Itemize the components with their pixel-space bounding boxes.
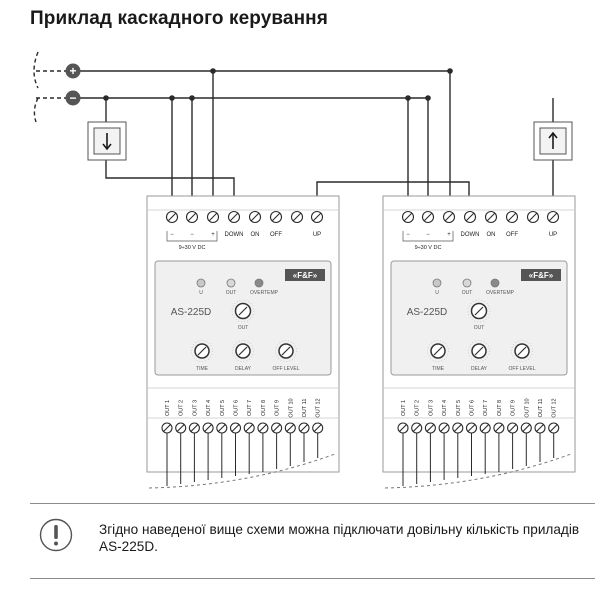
output-label: OUT 10 — [288, 398, 294, 417]
bottom-terminal-screws — [161, 422, 324, 434]
output-label: OUT 5 — [456, 400, 462, 416]
knob-off-level — [275, 340, 297, 362]
sensor-up — [533, 121, 573, 161]
terminal-label: DOWN — [225, 232, 244, 238]
top-terminal-labels: − − + DOWN ON OFF UP — [170, 232, 321, 238]
top-terminal-labels: − − + DOWN ON OFF UP — [406, 232, 557, 238]
indicator-label: OVERTEMP — [250, 290, 279, 296]
indicator-leds — [432, 278, 500, 288]
indicator-label: U — [435, 290, 439, 296]
knob-label: TIME — [196, 366, 209, 372]
output-label: OUT 9 — [275, 400, 281, 416]
junction-dots — [103, 68, 453, 101]
minus-terminal: − — [65, 90, 81, 106]
model-name: AS-225D — [407, 307, 448, 318]
knob-label: OFF LEVEL — [509, 366, 536, 372]
output-label: OUT 5 — [220, 400, 226, 416]
terminal-label: ON — [251, 232, 260, 238]
output-label: OUT 6 — [234, 400, 240, 416]
knob-label: DELAY — [471, 366, 488, 372]
terminal-label: DOWN — [461, 232, 480, 238]
indicator-label: U — [199, 290, 203, 296]
voltage-label: 9÷30 V DC — [415, 245, 442, 251]
knob-main — [467, 299, 491, 323]
terminal-label: − — [170, 232, 174, 238]
note-divider-top — [30, 503, 595, 504]
output-label: OUT 7 — [483, 400, 489, 416]
cascade-wiring-diagram: + − — [33, 51, 576, 489]
output-wires — [384, 433, 572, 489]
top-terminal-screws — [165, 210, 324, 224]
knob-time — [427, 340, 449, 362]
device-2: − − + DOWN ON OFF UP 9÷30 V DC U OUT OVE… — [382, 195, 576, 489]
knob-main-label: OUT — [474, 325, 485, 331]
supply-rails — [33, 51, 450, 123]
knob-main — [231, 299, 255, 323]
arrow-up-icon — [548, 131, 558, 149]
knob-delay — [468, 340, 490, 362]
indicator-label: OUT — [226, 290, 237, 296]
page-title: Приклад каскадного керування — [30, 8, 328, 29]
output-label: OUT 4 — [442, 400, 448, 416]
output-label: OUT 12 — [316, 398, 322, 417]
indicator-leds — [196, 278, 264, 288]
output-label: OUT 9 — [511, 400, 517, 416]
voltage-label: 9÷30 V DC — [179, 245, 206, 251]
knob-off-level — [511, 340, 533, 362]
output-label: OUT 8 — [261, 400, 267, 416]
wiring — [105, 71, 554, 210]
sensor-down — [87, 121, 127, 161]
note-divider-bottom — [30, 578, 595, 579]
terminal-label: − — [406, 232, 410, 238]
indicator-label: OUT — [462, 290, 473, 296]
knob-label: OFF LEVEL — [273, 366, 300, 372]
output-label: OUT 3 — [192, 400, 198, 416]
plus-symbol: + — [69, 64, 76, 78]
terminal-label: ON — [487, 232, 496, 238]
terminal-label: UP — [313, 232, 321, 238]
knob-time — [191, 340, 213, 362]
output-labels: OUT 1 OUT 2 OUT 3 OUT 4 OUT 5 OUT 6 OUT … — [401, 398, 558, 417]
output-wires — [148, 433, 336, 489]
brand-logo — [521, 269, 561, 281]
exclamation-circle-icon — [39, 518, 73, 552]
model-name: AS-225D — [171, 307, 212, 318]
knob-label: TIME — [432, 366, 445, 372]
output-label: OUT 2 — [415, 400, 421, 416]
output-label: OUT 12 — [552, 398, 558, 417]
terminal-label: OFF — [506, 232, 518, 238]
brand-logo — [285, 269, 325, 281]
output-label: OUT 7 — [247, 400, 253, 416]
output-label: OUT 4 — [206, 400, 212, 416]
plus-terminal: + — [65, 63, 81, 79]
output-label: OUT 1 — [165, 400, 171, 416]
knob-delay — [232, 340, 254, 362]
device-1: − − + DOWN ON OFF UP 9÷30 V DC U OUT OVE… — [146, 195, 340, 489]
top-terminal-screws — [401, 210, 560, 224]
output-label: OUT 3 — [428, 400, 434, 416]
output-labels: OUT 1 OUT 2 OUT 3 OUT 4 OUT 5 OUT 6 OUT … — [165, 398, 322, 417]
brand-logo-text: «F&F» — [529, 271, 554, 280]
knob-label: DELAY — [235, 366, 252, 372]
terminal-label: UP — [549, 232, 557, 238]
output-label: OUT 2 — [179, 400, 185, 416]
terminal-label: OFF — [270, 232, 282, 238]
terminal-label: − — [190, 232, 194, 238]
arrow-down-icon — [102, 133, 112, 151]
terminal-label: + — [211, 232, 215, 238]
terminal-label: − — [426, 232, 430, 238]
indicator-label: OVERTEMP — [486, 290, 515, 296]
output-label: OUT 11 — [538, 399, 544, 418]
brand-logo-text: «F&F» — [293, 271, 318, 280]
minus-symbol: − — [69, 91, 76, 105]
output-label: OUT 1 — [401, 400, 407, 416]
note-text: Згідно наведеної вище схеми можна підклю… — [99, 522, 580, 554]
output-label: OUT 10 — [524, 398, 530, 417]
output-label: OUT 6 — [470, 400, 476, 416]
knob-main-label: OUT — [238, 325, 249, 331]
output-label: OUT 8 — [497, 400, 503, 416]
terminal-label: + — [447, 232, 451, 238]
output-label: OUT 11 — [302, 399, 308, 418]
